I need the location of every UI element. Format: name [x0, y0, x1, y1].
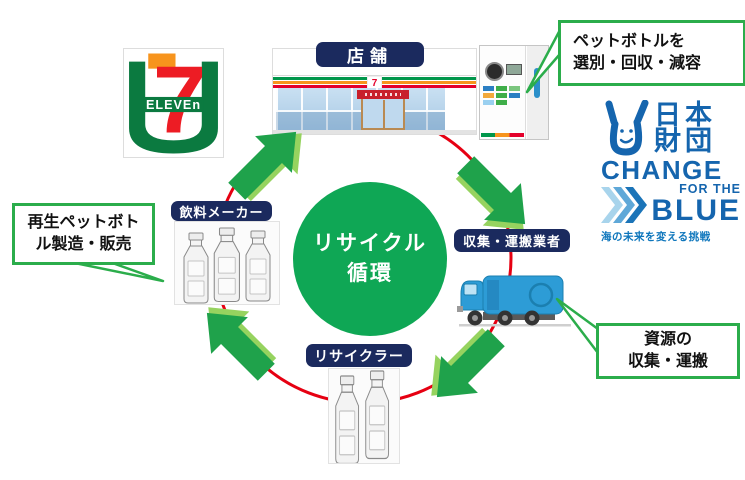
campaign-blue-texts: FOR THE BLUE [649, 182, 741, 227]
callout-resource-transport: 資源の 収集・運搬 [596, 323, 740, 379]
callout-reman-line1: 再生ペットボト [27, 214, 140, 232]
callout-resource-line1: 資源の [643, 331, 692, 349]
collection-truck-icon [457, 275, 571, 327]
nippon-foundation-header: 日本 財団 [601, 100, 741, 156]
store-brick-wall [446, 75, 473, 130]
logo-eleven-band [143, 96, 204, 113]
machine-side-panel [527, 46, 548, 139]
two-bottles-icon [335, 370, 390, 465]
campaign-forthe-text: FOR THE [679, 182, 741, 196]
nippon-foundation-logo: 日本 財団 CHANGE FOR THE BLUE 海の未来を変える挑戦 [601, 100, 741, 243]
campaign-bluee-text: BLUE [651, 193, 741, 227]
machine-bottom-stripe [481, 133, 524, 137]
nippon-foundation-name: 日本 財団 [654, 100, 716, 157]
machine-front-panel [480, 46, 526, 139]
callout-remanufacture: 再生ペットボト ル製造・販売 [12, 203, 155, 265]
three-bottles-icon [183, 227, 271, 304]
campaign-blue-row: FOR THE BLUE [601, 182, 741, 227]
seven-eleven-logo: 7 ELEVEn [123, 46, 224, 158]
store-door-sign [357, 90, 409, 99]
machine-side-label [534, 68, 540, 98]
logo-eleven-text: ELEVEn [146, 98, 201, 112]
recycle-loop-circle: リサイクル 循環 [293, 182, 447, 336]
chevrons-icon [601, 187, 647, 224]
recycle-loop-line1: リサイクル [313, 231, 427, 255]
seven-eleven-logo-icon: 7 ELEVEn [129, 46, 218, 154]
campaign-change-text: CHANGE [601, 155, 723, 185]
recycle-loop-line2: 循環 [347, 262, 393, 285]
logo-pot-shape [129, 61, 218, 154]
store-base [273, 130, 476, 134]
callout-reman-line2: ル製造・販売 [35, 236, 132, 253]
campaign-tagline: 海の未来を変える挑戦 [601, 231, 711, 244]
machine-insert-hole [485, 62, 504, 81]
callout-resource-line2: 収集・運搬 [627, 353, 708, 370]
logo-orange-block [148, 53, 176, 69]
node-label-collector: 収集・運搬業者 [454, 229, 570, 252]
machine-display [506, 64, 522, 75]
callout-pet-line1: ペットボトルを [573, 33, 686, 51]
bottle-collection-machine [479, 45, 549, 140]
node-label-beverage-maker: 飲料メーカー [171, 201, 272, 221]
org-line1: 日本 [654, 100, 716, 130]
blue-face-icon [605, 100, 649, 156]
org-line2: 財団 [654, 126, 716, 157]
store-door [357, 90, 409, 130]
store-stripe-band: 7 [273, 75, 476, 91]
callout-pet-process: ペットボトルを 選別・回収・減容 [558, 20, 745, 86]
store-door-divider [383, 100, 385, 128]
beverage-maker-bottles [174, 221, 280, 305]
recycler-bottles [328, 368, 400, 465]
callout-pet-line2: 選別・回収・減容 [573, 55, 702, 72]
machine-stickers [483, 86, 523, 105]
node-label-recycler: リサイクラー [306, 344, 412, 367]
node-label-store: 店舗 [316, 42, 424, 67]
